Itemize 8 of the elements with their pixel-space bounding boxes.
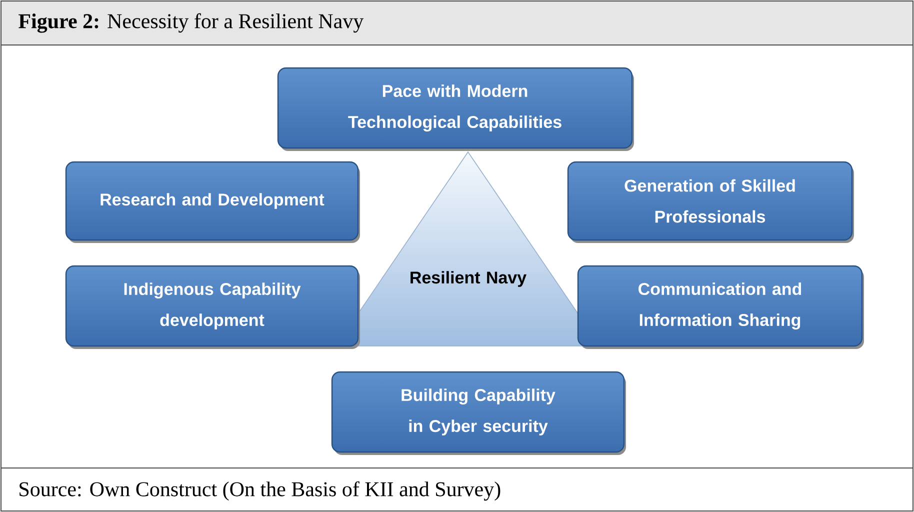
figure-title: Figure 2: Necessity for a Resilient Navy (18, 13, 364, 33)
rounded-box: Indigenous Capability development (65, 265, 360, 349)
rounded-box: Generation of Skilled Professionals (567, 161, 854, 243)
rounded-box: Building Capability in Cyber security (331, 371, 626, 455)
rounded-box: Research and Development (65, 161, 360, 243)
rounded-box: Communication and Information Sharing (577, 265, 864, 349)
source-caption: Source: Own Construct (On the Basis of KII and Survey) (20, 481, 500, 501)
rounded-box: Pace with Modern Technological Capabilities (277, 67, 634, 151)
